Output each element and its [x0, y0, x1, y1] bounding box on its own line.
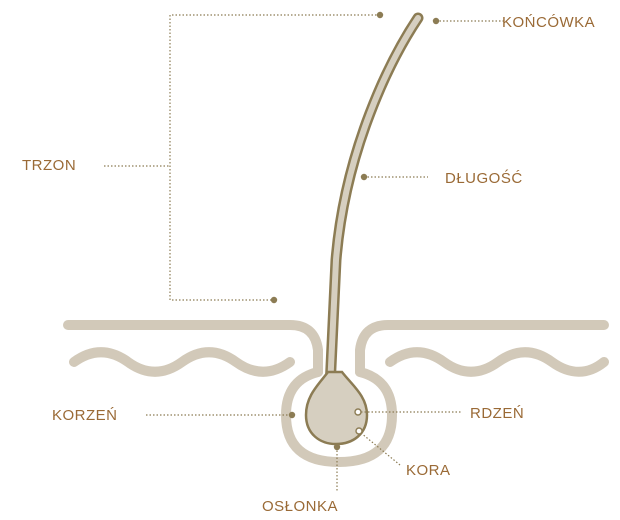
shaft-bracket-bottom-dot: [271, 297, 277, 303]
label-tip: KOŃCÓWKA: [502, 14, 595, 32]
label-cuticle: OSŁONKA: [262, 498, 338, 516]
shaft-bracket-top-dot: [377, 12, 383, 18]
label-cortex: KORA: [406, 462, 451, 480]
dermis-wave-right: [390, 352, 604, 372]
dermis-wave-left: [74, 352, 290, 372]
label-shaft: TRZON: [22, 157, 76, 175]
label-length: DŁUGOŚĆ: [445, 170, 523, 188]
medulla-dot: [355, 409, 361, 415]
label-root: KORZEŃ: [52, 407, 118, 425]
label-medulla: RDZEŃ: [470, 405, 524, 423]
shaft-bracket: [170, 15, 380, 300]
